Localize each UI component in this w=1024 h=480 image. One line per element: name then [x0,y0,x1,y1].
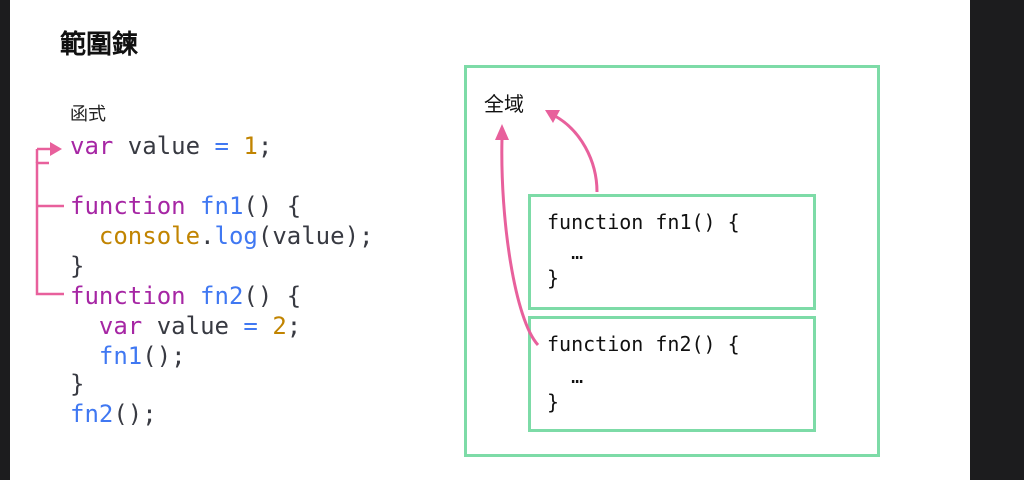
code-token: 2 [272,312,287,340]
fn2-scope-box [528,316,816,432]
fn1-box-line1: function fn1() { [547,210,740,234]
code-token: log [214,222,258,250]
code-token: = [243,312,258,340]
code-line-3: console.log(value); [70,222,374,250]
code-token: . [200,222,215,250]
code-token [70,222,99,250]
code-label: 函式 [70,104,106,125]
code-line-8: } [70,370,84,398]
window-right-edge [970,0,1024,480]
fn1-box-line3: } [547,266,560,290]
code-token: var [98,312,143,340]
global-scope-box [464,65,880,457]
code-token: function [70,282,186,310]
code-scope-arrowhead [50,142,62,156]
code-token [70,342,99,370]
code-token [186,282,200,310]
code-token [258,312,272,340]
code-token: } [70,252,85,280]
code-token: (); [113,400,157,428]
code-token: function [70,192,186,220]
code-token: fn1 [200,192,244,220]
code-line-1: var value = 1; [70,132,272,160]
code-token: value [142,312,244,340]
code-token: (value); [257,222,374,250]
code-line-5: function fn2() { [70,282,301,310]
code-token: () { [243,192,302,220]
code-line-4: } [70,252,84,280]
code-token: value [113,132,215,160]
page-title: 範圍鍊 [60,30,139,60]
code-line-2: function fn1() { [70,192,301,220]
code-token [186,192,200,220]
code-token [70,312,99,340]
code-token: console [98,222,201,250]
code-token: ; [286,312,302,340]
code-token: () { [243,282,302,310]
fn2-box-line2: … [547,364,584,388]
code-token: ; [257,132,273,160]
code-line-9: fn2(); [70,400,157,428]
fn2-box-line1: function fn2() { [547,332,740,356]
fn1-box-line2: … [547,240,584,264]
code-token [229,132,243,160]
code-token: (); [142,342,186,370]
code-token: 1 [243,132,258,160]
code-token: } [70,370,85,398]
code-token: = [214,132,229,160]
code-token: var [70,132,114,160]
code-token: fn2 [200,282,244,310]
code-token: fn1 [98,342,143,370]
code-line-7: fn1(); [70,342,186,370]
code-token: fn2 [70,400,114,428]
fn2-box-line3: } [547,390,560,414]
code-line-6: var value = 2; [70,312,301,340]
code-scope-bracket [35,161,64,296]
window-left-edge [0,0,10,480]
global-scope-label: 全域 [484,92,524,116]
